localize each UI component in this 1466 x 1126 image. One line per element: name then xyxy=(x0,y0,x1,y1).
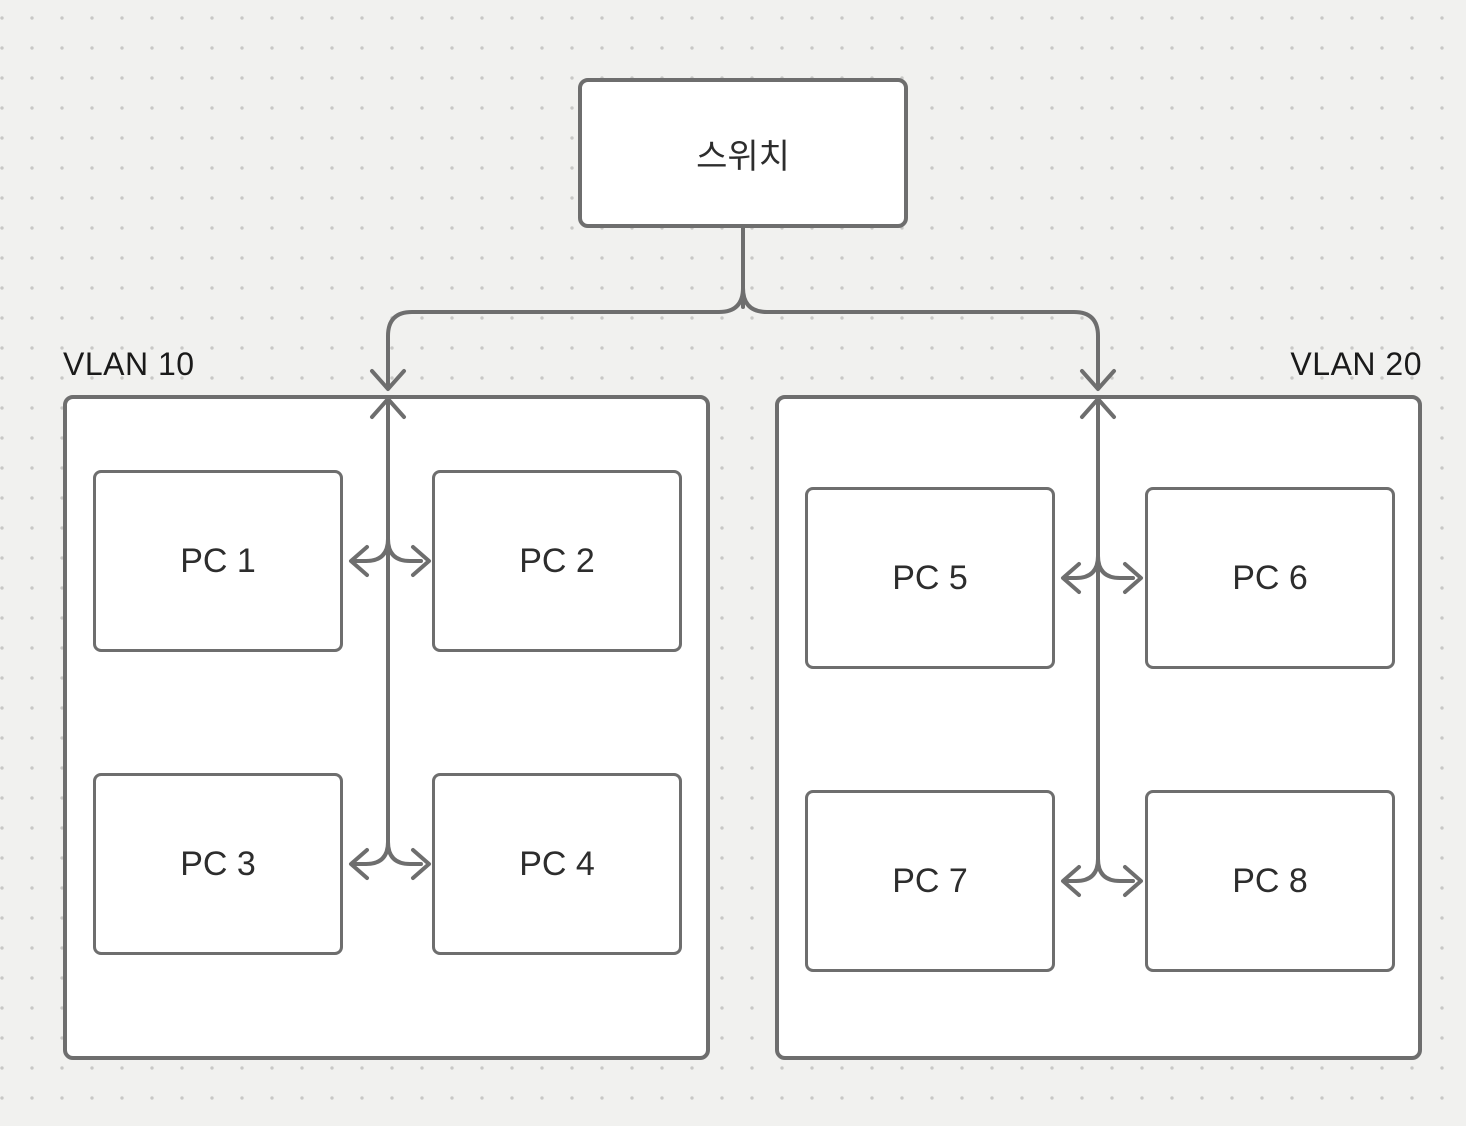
pc7-node[interactable]: PC 7 xyxy=(805,790,1055,972)
switch-node[interactable]: 스위치 xyxy=(578,78,908,228)
pc3-label: PC 3 xyxy=(180,844,256,883)
vlan10-label: VLAN 10 xyxy=(63,346,195,382)
pc6-label: PC 6 xyxy=(1232,558,1308,597)
pc5-label: PC 5 xyxy=(892,558,968,597)
pc2-node[interactable]: PC 2 xyxy=(432,470,682,652)
pc8-node[interactable]: PC 8 xyxy=(1145,790,1395,972)
pc1-node[interactable]: PC 1 xyxy=(93,470,343,652)
vlan20-label: VLAN 20 xyxy=(1290,346,1422,382)
pc2-label: PC 2 xyxy=(519,541,595,580)
pc8-label: PC 8 xyxy=(1232,861,1308,900)
pc4-node[interactable]: PC 4 xyxy=(432,773,682,955)
pc3-node[interactable]: PC 3 xyxy=(93,773,343,955)
pc4-label: PC 4 xyxy=(519,844,595,883)
pc5-node[interactable]: PC 5 xyxy=(805,487,1055,669)
switch-label: 스위치 xyxy=(696,137,790,176)
pc6-node[interactable]: PC 6 xyxy=(1145,487,1395,669)
pc1-label: PC 1 xyxy=(180,541,256,580)
pc7-label: PC 7 xyxy=(892,861,968,900)
